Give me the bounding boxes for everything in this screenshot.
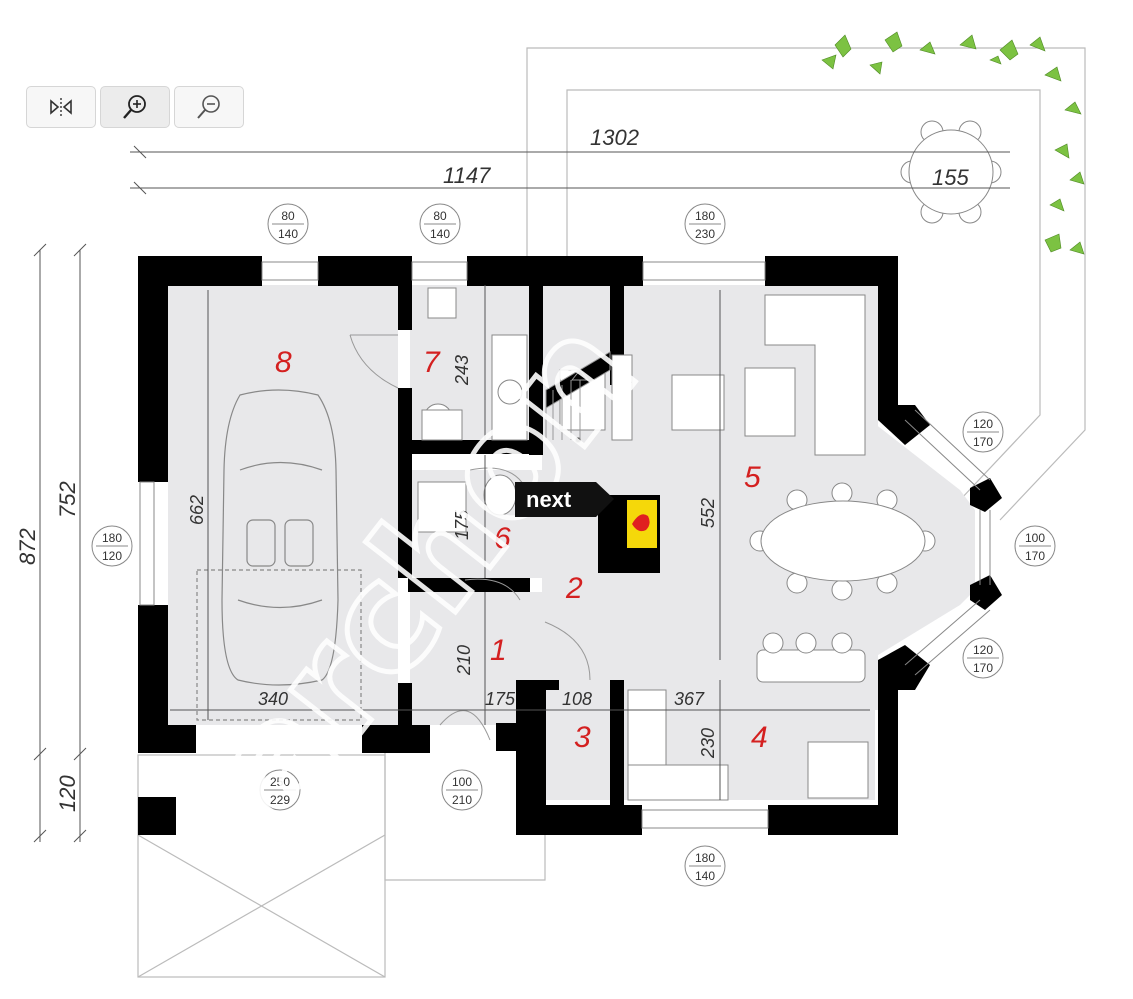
dim-room3-width: 108 [562,689,592,709]
room-label-5: 5 [744,461,761,494]
windows [139,261,991,829]
opening-marker: 180 120 [91,525,133,567]
svg-text:120: 120 [973,417,993,431]
dim-room1-depth: 210 [454,645,474,676]
room-label-8: 8 [275,346,292,379]
opening-marker: 100 210 [441,769,483,811]
dim-room4-depth: 230 [698,728,718,759]
dim-total-height: 872 [15,528,40,565]
svg-text:120: 120 [973,643,993,657]
room-label-2: 2 [565,572,583,605]
dining-table [749,482,936,601]
svg-text:180: 180 [695,209,715,223]
next-label: next [526,487,572,512]
svg-text:250: 250 [270,775,290,789]
car-icon [196,389,362,721]
next-badge[interactable]: next [515,482,614,517]
svg-text:140: 140 [430,227,450,241]
dim-total-width: 1302 [590,125,639,150]
fixtures [417,287,869,801]
dim-room1-width: 175 [485,689,516,709]
terrace-table [900,120,1002,224]
dim-room4-width: 367 [674,689,705,709]
opening-marker: 180 230 [684,203,726,245]
svg-text:180: 180 [695,851,715,865]
walls[interactable] [138,256,1002,835]
room-label-1: 1 [490,634,507,667]
dim-garage-width: 340 [258,689,288,709]
svg-text:229: 229 [270,793,290,807]
svg-text:140: 140 [695,869,715,883]
stairs [545,351,611,443]
dim-room7-depth: 243 [452,355,472,386]
fireplace [598,495,660,573]
dim-house-width: 1147 [443,163,491,188]
svg-text:230: 230 [695,227,715,241]
zoom-out-icon [197,95,220,119]
mirror-button[interactable] [26,86,96,128]
porch [137,752,546,978]
opening-marker: 80 140 [419,203,461,245]
flame-icon [632,514,650,532]
terrace [526,47,1086,521]
opening-markers: 80 140 80 140 180 230 120 170 100 170 12… [91,203,1056,887]
opening-marker: 120 170 [962,637,1004,679]
svg-text:80: 80 [433,209,447,223]
mirror-icon [50,98,72,116]
svg-text:170: 170 [973,435,993,449]
svg-text:170: 170 [1025,549,1045,563]
dimension-labels: 1302 1147 872 752 120 662 340 243 175 21… [15,125,969,812]
room-label-6: 6 [494,522,511,555]
dim-house-height: 752 [55,481,80,518]
zoom-in-icon [123,95,146,119]
svg-text:180: 180 [102,531,122,545]
dim-garage-depth: 662 [187,495,207,525]
opening-marker: 250 229 [259,769,301,811]
room-label-4: 4 [751,721,768,754]
opening-marker: 180 140 [684,845,726,887]
plant-hedge [821,31,1085,255]
room-numbers: 8 7 6 2 1 3 4 5 [275,346,768,754]
svg-text:100: 100 [1025,531,1045,545]
opening-marker: 120 170 [962,411,1004,453]
room-label-7: 7 [423,346,441,379]
opening-marker: 80 140 [267,203,309,245]
svg-text:170: 170 [973,661,993,675]
dim-room6-depth: 175 [452,509,472,540]
room-label-3: 3 [574,721,591,754]
svg-text:140: 140 [278,227,298,241]
opening-marker: 100 170 [1014,525,1056,567]
svg-text:100: 100 [452,775,472,789]
zoom-out-button[interactable] [174,86,244,128]
dimension-lines [33,145,1010,843]
dim-room5-depth: 552 [698,498,718,528]
svg-text:210: 210 [452,793,472,807]
view-toolbar [26,86,244,128]
dim-table-diameter: 155 [932,165,969,190]
svg-text:80: 80 [281,209,295,223]
svg-text:120: 120 [102,549,122,563]
zoom-in-button[interactable] [100,86,170,128]
dim-porch-depth: 120 [55,775,80,812]
